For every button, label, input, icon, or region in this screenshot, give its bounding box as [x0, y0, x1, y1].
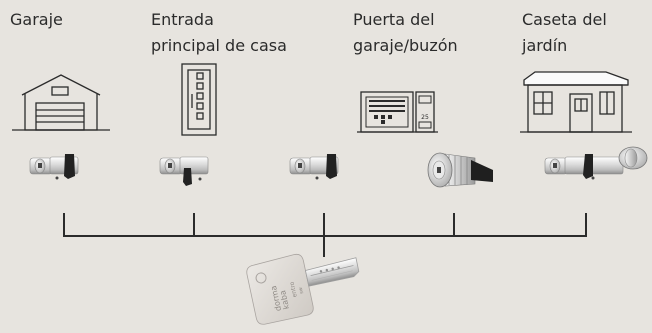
label-garage-door-mailbox-line-2: garaje/buzón — [353, 36, 458, 55]
key-suffix: sw — [298, 287, 305, 295]
cylinder-lock-icon — [289, 154, 339, 180]
label-garage-line-1: Garaje — [10, 10, 63, 29]
key-brand-line-2: kaba — [278, 289, 291, 310]
label-garage-door-mailbox-line-1: Puerta del — [353, 10, 435, 29]
key-icon: dorma kaba entro sw — [246, 253, 360, 325]
cylinder-lock-icon — [544, 146, 648, 180]
label-front-door-line-1: Entrada — [151, 10, 214, 29]
cam-lock-icon — [427, 152, 493, 188]
label-garden-shed-line-1: Caseta del — [522, 10, 607, 29]
garage-icon — [12, 74, 110, 131]
connector-lines — [63, 213, 587, 257]
label-front-door-line-2: principal de casa — [151, 36, 287, 55]
mailbox-number: 25 — [421, 114, 429, 121]
key-model: entro — [289, 281, 299, 298]
cylinder-lock-icon — [159, 156, 209, 186]
cylinder-lock-icon — [29, 154, 79, 180]
label-front-door: Entrada principal de casa — [151, 7, 287, 59]
label-garage-door-mailbox: Puerta del garaje/buzón — [353, 7, 458, 59]
garden-shed-icon — [520, 71, 632, 133]
gate-mailbox-icon: 25 — [357, 91, 438, 133]
label-garden-shed: Caseta del jardín — [522, 7, 607, 59]
label-garden-shed-line-2: jardín — [522, 36, 568, 55]
label-garage: Garaje — [10, 7, 63, 33]
front-door-icon — [181, 63, 217, 136]
